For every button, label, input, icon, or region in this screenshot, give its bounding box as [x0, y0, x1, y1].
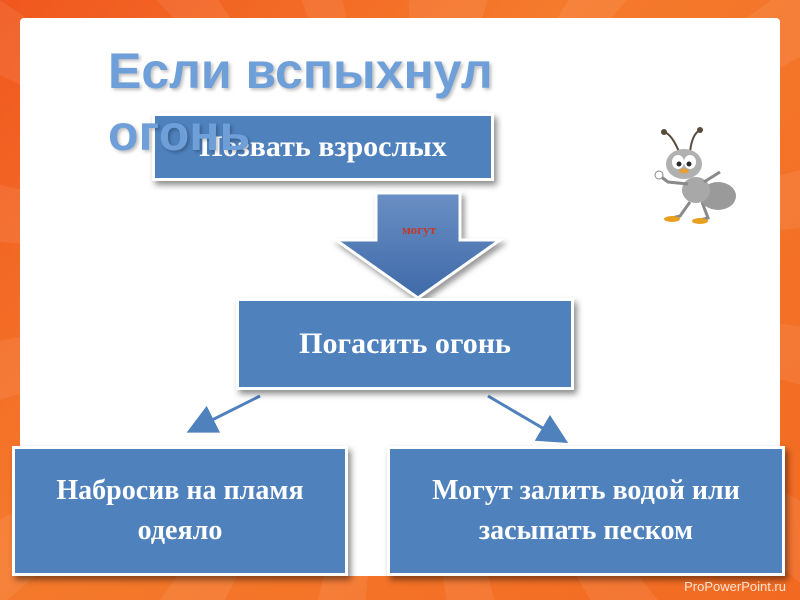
- diagonal-arrow-icon: [488, 396, 563, 440]
- footer-credit: ProPowerPoint.ru: [684, 579, 786, 594]
- box-extinguish: Погасить огонь: [236, 298, 574, 390]
- diagonal-arrow-icon: [192, 396, 260, 430]
- down-block-arrow-icon: [336, 193, 500, 298]
- box-water-sand: Могут залить водой или засыпать песком: [387, 446, 785, 576]
- ant-character-icon: [650, 124, 740, 234]
- slide-title: Если вспыхнул огонь: [108, 40, 588, 164]
- arrow-label: могут: [384, 222, 454, 238]
- box-blanket: Набросив на пламя одеяло: [12, 446, 348, 576]
